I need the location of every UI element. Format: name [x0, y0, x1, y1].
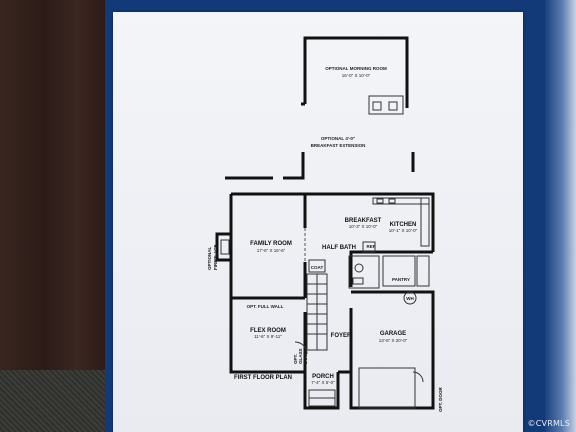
water-heater-label: WH — [406, 296, 414, 301]
garage-size: 13'-6" X 20'-0" — [379, 338, 408, 343]
glass-door-line1: OPT. — [293, 354, 298, 364]
breakfast-ext-line1: OPTIONAL 4'-0" — [321, 136, 355, 141]
breakfast-ext-line2: BREAKFAST EXTENSION — [311, 143, 366, 148]
floor-plan-title: FIRST FLOOR PLAN — [234, 375, 292, 381]
porch-label: PORCH — [312, 374, 334, 380]
mls-watermark: ©CVRMLS — [527, 419, 570, 428]
breakfast-size: 10'-3" X 10'-0" — [349, 224, 378, 229]
fireplace — [215, 232, 233, 262]
wood-table-background — [0, 0, 110, 432]
porch — [303, 372, 340, 410]
breakfast-extension: OPTIONAL 4'-0" BREAKFAST EXTENSION — [225, 136, 415, 180]
foyer-label: FOYER — [331, 333, 352, 339]
family-room-size: 17'-6" X 16'-6" — [257, 248, 286, 253]
garage-fixtures — [294, 291, 424, 409]
opt-door-label: OPT. DOOR — [438, 386, 443, 412]
ref-label: REF — [367, 244, 376, 249]
morning-room-size: 16'-0" X 10'-0" — [342, 73, 371, 78]
garage-label: GARAGE — [380, 331, 406, 337]
coat-label: COAT — [311, 265, 324, 270]
opt-full-wall-label: OPT. FULL WALL — [247, 304, 284, 309]
fireplace-label-2: FIREPLACE — [213, 244, 218, 270]
kitchen-counters — [362, 197, 430, 287]
family-room-label: FAMILY ROOM — [250, 241, 292, 247]
flex-room-label: FLEX ROOM — [250, 328, 286, 334]
main-walls — [229, 192, 435, 410]
breakfast-label: BREAKFAST — [345, 218, 382, 224]
half-bath — [348, 255, 380, 289]
right-edge-strip — [545, 0, 576, 432]
paper-shade — [113, 12, 523, 432]
morning-room-label: OPTIONAL MORNING ROOM — [325, 66, 387, 71]
half-bath-label: HALF BATH — [322, 245, 356, 251]
floor-plan-sheet: OPTIONAL MORNING ROOM 16'-0" X 10'-0" OP… — [113, 12, 523, 432]
floor-plan-drawing: OPTIONAL MORNING ROOM 16'-0" X 10'-0" OP… — [207, 36, 443, 412]
morning-room: OPTIONAL MORNING ROOM 16'-0" X 10'-0" — [301, 36, 409, 115]
pantry-label: PANTRY — [392, 277, 410, 282]
fireplace-label-1: OPTIONAL — [207, 246, 212, 270]
glass-door-line2: GLASS — [298, 348, 303, 364]
kitchen-size: 10'-1" X 10'-0" — [389, 228, 418, 233]
carpet-background — [0, 370, 110, 432]
glass-door-line3: DOOR — [303, 350, 308, 364]
porch-size: 7'-4" X 5'-0" — [311, 380, 335, 385]
kitchen-label: KITCHEN — [390, 222, 417, 228]
staircase — [306, 259, 328, 351]
flex-room-size: 11'-6" X 9'-11" — [254, 334, 282, 339]
